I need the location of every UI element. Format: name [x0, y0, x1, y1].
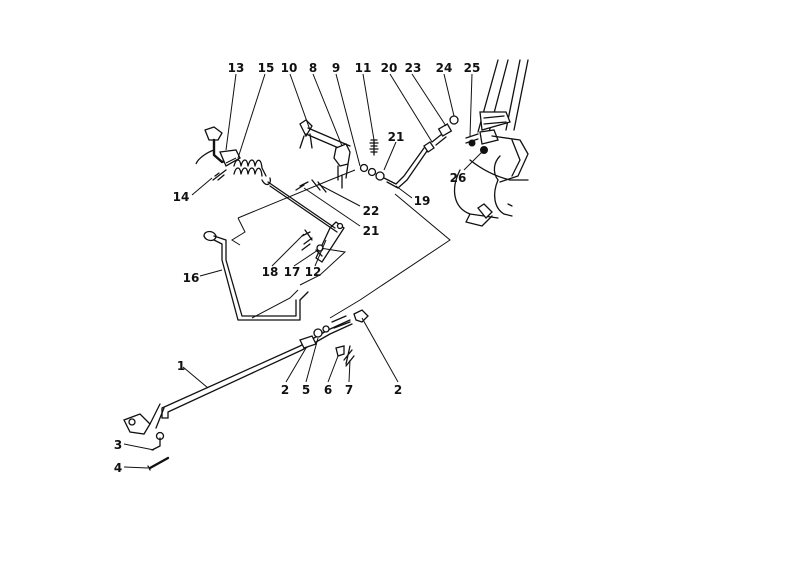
- callout-13: 13: [228, 61, 245, 75]
- pins-6-7: [335, 345, 355, 367]
- bent-rod-16: [203, 230, 309, 321]
- callout-10: 10: [281, 61, 298, 75]
- callout-5: 5: [302, 383, 310, 397]
- steering-column: [465, 59, 529, 154]
- callout-1: 1: [177, 359, 185, 373]
- callout-2-right: 2: [394, 383, 402, 397]
- callout-14: 14: [173, 190, 190, 204]
- lever-12: [301, 221, 345, 263]
- cable-19: [383, 115, 459, 189]
- callout-7: 7: [345, 383, 353, 397]
- callout-17: 17: [284, 265, 301, 279]
- callout-25: 25: [464, 61, 481, 75]
- callout-6: 6: [324, 383, 332, 397]
- callout-12: 12: [305, 265, 322, 279]
- callout-18: 18: [262, 265, 279, 279]
- frame-body: [453, 135, 529, 227]
- pivot-lever-10: [299, 119, 351, 153]
- callout-24: 24: [436, 61, 453, 75]
- callout-26: 26: [450, 171, 467, 185]
- long-rod-1: [161, 315, 353, 419]
- lower-bracket: [123, 403, 170, 471]
- nut-2-right: [353, 309, 369, 323]
- pin-14: [212, 169, 227, 181]
- callout-2-left: 2: [281, 383, 289, 397]
- callout-19: 19: [414, 194, 431, 208]
- callout-11: 11: [355, 61, 372, 75]
- callout-22: 22: [363, 204, 380, 218]
- spring-pin-11: [369, 139, 379, 156]
- assembly-outline: [231, 169, 451, 319]
- pedal-assembly: [195, 126, 241, 167]
- callout-21-upper: 21: [388, 130, 405, 144]
- sleeve-22: [295, 179, 327, 193]
- callout-21-lower: 21: [363, 224, 380, 238]
- bracket-8-9: [333, 143, 351, 189]
- pedal-rod: [267, 181, 338, 233]
- callout-9: 9: [332, 61, 340, 75]
- callout-16: 16: [183, 271, 200, 285]
- callout-8: 8: [309, 61, 317, 75]
- callout-3: 3: [114, 438, 122, 452]
- washers-near-bracket: [359, 163, 385, 181]
- leader-lines: [123, 73, 483, 469]
- callout-labels: 13 15 10 8 9 11 20 23 24 25 21 26 14 19 …: [114, 61, 481, 475]
- callout-23: 23: [405, 61, 422, 75]
- callout-15: 15: [258, 61, 275, 75]
- callout-4: 4: [114, 461, 122, 475]
- spring-15: [233, 159, 272, 186]
- callout-20: 20: [381, 61, 398, 75]
